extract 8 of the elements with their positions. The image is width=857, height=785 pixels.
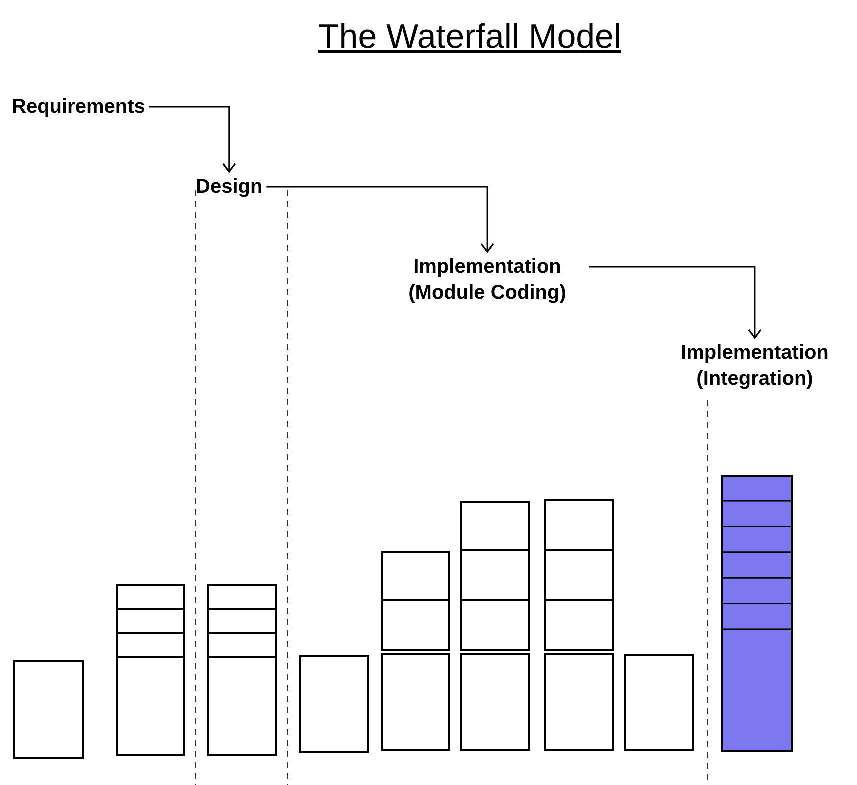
arrow — [266, 186, 494, 253]
arrow — [149, 106, 236, 173]
stage-label: Design — [196, 174, 263, 200]
stage-label: Requirements — [12, 94, 146, 120]
stage-label: Implementation (Module Coding) — [390, 254, 585, 306]
arrow — [589, 266, 762, 339]
stage-label: Implementation (Integration) — [655, 340, 855, 392]
diagram-title: The Waterfall Model — [318, 18, 622, 56]
